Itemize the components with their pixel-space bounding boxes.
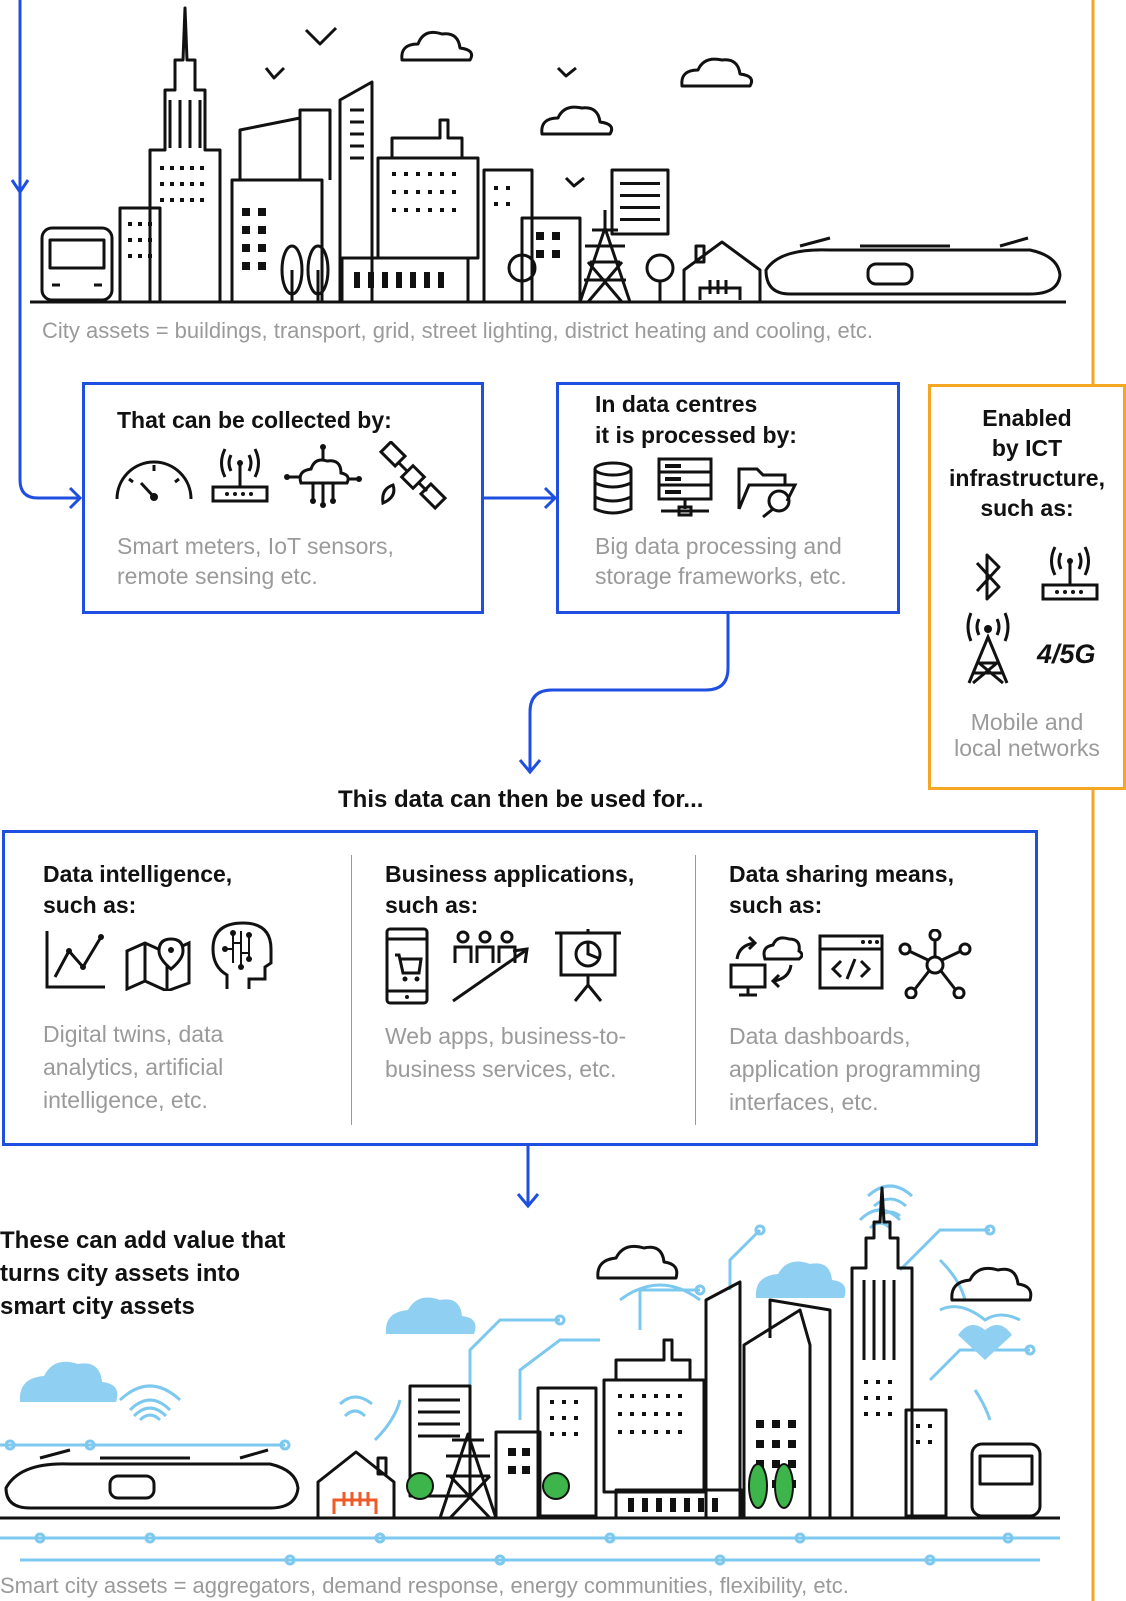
column-3-desc-1: Data dashboards, (729, 1023, 911, 1049)
map-pin-icon (125, 937, 191, 991)
presentation-board-icon (555, 929, 621, 1002)
cell-tower-icon (966, 612, 1010, 685)
column-3-desc-2: application programming (729, 1056, 981, 1082)
column-1-desc-1: Digital twins, data (43, 1021, 224, 1047)
city-skyline-top-windows (128, 166, 660, 288)
house-heating-top (698, 280, 742, 300)
column-business-applications: Business applications, such as: (385, 859, 634, 921)
cloud-sync-computer-icon (729, 935, 803, 997)
flow-arrow-middle (484, 486, 558, 510)
column-divider-1 (351, 855, 352, 1125)
smart-city-windows (508, 1380, 932, 1512)
column-2-desc-1: Web apps, business-to- (385, 1023, 627, 1049)
value-statement-line-2: turns city assets into (0, 1260, 241, 1287)
collected-by-title: That can be collected by: (117, 407, 392, 433)
smart-meter-gauge-icon (115, 460, 193, 501)
database-icon (593, 461, 633, 515)
processed-by-desc-2: storage frameworks, etc. (595, 563, 847, 589)
ict-desc-2: local networks (954, 735, 1100, 761)
column-2-title-2: such as: (385, 892, 479, 918)
column-1-desc-3: intelligence, etc. (43, 1087, 208, 1113)
smart-city-circuitry (0, 1208, 1060, 1566)
column-3-title-2: such as: (729, 892, 823, 918)
network-hub-icon (898, 929, 972, 999)
processed-by-title-2: it is processed by: (595, 422, 797, 448)
processed-by-desc-1: Big data processing and (595, 533, 842, 559)
iot-router-icon (211, 448, 269, 503)
processed-by-title-1: In data centres (595, 391, 758, 417)
column-divider-2 (695, 855, 696, 1125)
column-data-sharing: Data sharing means, such as: (729, 859, 954, 921)
collected-by-desc-2: remote sensing etc. (117, 563, 318, 589)
processed-by-box: In data centres it is processed by: Big … (556, 382, 900, 614)
column-3-desc-3: interfaces, etc. (729, 1089, 879, 1115)
ai-brain-head-icon (211, 921, 273, 989)
network-4-5g-label: 4/5G (1037, 639, 1096, 669)
folder-search-icon (737, 467, 798, 519)
collected-by-box: That can be collected by: Smart meters, … (82, 382, 484, 614)
uses-box: Data intelligence, such as: Digital twin… (2, 830, 1038, 1146)
city-skyline-top (30, 6, 1066, 304)
ict-infrastructure-box: Enabled by ICT infrastructure, such as: … (928, 384, 1126, 790)
value-statement: These can add value that turns city asse… (0, 1224, 285, 1323)
value-statement-line-1: These can add value that (0, 1227, 286, 1254)
wifi-router-icon (1041, 546, 1099, 601)
flow-arrow-down (518, 614, 730, 775)
value-statement-line-3: smart city assets (0, 1293, 195, 1320)
column-2-title-1: Business applications, (385, 861, 635, 887)
ict-title-2: by ICT (991, 435, 1063, 461)
flow-arrow-left (10, 0, 83, 510)
uses-heading: This data can then be used for... (338, 786, 704, 813)
ict-title-3: infrastructure, (949, 465, 1105, 491)
column-1-title-1: Data intelligence, (43, 861, 233, 887)
column-data-intelligence: Data intelligence, such as: (43, 859, 232, 921)
column-1-desc-2: analytics, artificial (43, 1054, 224, 1080)
city-assets-caption: City assets = buildings, transport, grid… (42, 318, 873, 343)
code-window-icon (818, 934, 884, 990)
satellite-icon (378, 441, 448, 511)
smart-city-skyline (0, 1186, 1060, 1520)
column-2-desc-2: business services, etc. (385, 1056, 617, 1082)
collected-by-desc-1: Smart meters, IoT sensors, (117, 533, 394, 559)
bluetooth-icon (975, 553, 1001, 601)
ict-desc-1: Mobile and (970, 709, 1084, 735)
smart-city-heating (332, 1492, 378, 1514)
flow-arrow-bottom (516, 1146, 540, 1209)
ict-title-4: such as: (980, 495, 1074, 521)
server-icon (657, 457, 713, 517)
smart-city-clouds (19, 1261, 1012, 1402)
growth-team-icon (452, 930, 529, 1003)
cloud-network-icon (284, 444, 362, 508)
smart-city-trees (406, 1463, 794, 1509)
column-1-title-2: such as: (43, 892, 137, 918)
mobile-shop-icon (385, 927, 429, 1005)
ict-title-1: Enabled (982, 405, 1072, 431)
line-chart-icon (45, 931, 105, 989)
smart-city-assets-caption: Smart city assets = aggregators, demand … (0, 1573, 849, 1598)
column-3-title-1: Data sharing means, (729, 861, 954, 887)
